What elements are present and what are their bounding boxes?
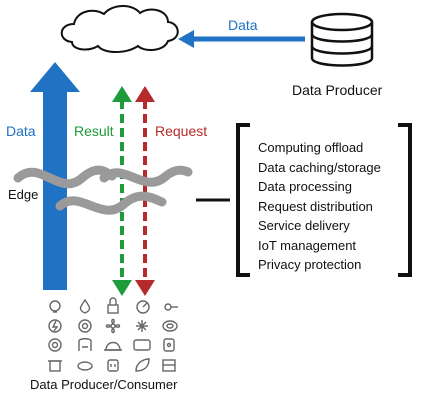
ellipse-icon (77, 361, 93, 371)
snowflake-icon (136, 320, 148, 332)
list-item: Data caching/storage (258, 159, 381, 175)
list-item: Service delivery (258, 218, 350, 233)
cloud-icon (60, 5, 179, 53)
list-item: IoT management (258, 237, 357, 253)
bulb-icon (49, 300, 61, 313)
data-arrow-to-cloud (178, 30, 305, 48)
sensor-icon (78, 319, 92, 333)
screen-icon (133, 339, 151, 351)
seat-icon (78, 338, 92, 351)
database-icon (310, 12, 374, 67)
plug-icon (107, 359, 119, 372)
right-bracket (398, 123, 412, 277)
switch-icon (163, 338, 175, 352)
result-label: Result (74, 123, 114, 139)
bolt-icon (48, 319, 62, 333)
left-bracket (236, 123, 250, 277)
data-upload-label: Data (6, 123, 36, 139)
edge-label: Edge (8, 187, 39, 202)
edge-layer-waves (13, 165, 193, 215)
data-to-cloud-label: Data (228, 17, 258, 33)
list-item: Privacy protection (258, 257, 362, 272)
ring-icon (162, 320, 178, 332)
dome-icon (104, 341, 122, 351)
request-arrow (135, 86, 155, 296)
edge-functions-list: Computing offload Data caching/storage D… (258, 138, 381, 275)
speaker-icon (48, 338, 62, 352)
key-icon (164, 303, 178, 311)
panel-icon (162, 359, 176, 372)
device-grid (48, 297, 178, 372)
fan-icon (105, 318, 121, 334)
gauge-icon (136, 300, 150, 314)
data-producer-label: Data Producer (292, 82, 383, 98)
list-item: Computing offload (258, 140, 364, 155)
result-arrow (112, 86, 132, 296)
list-item: Request distribution (258, 198, 373, 214)
bin-icon (48, 360, 62, 372)
drop-icon (79, 298, 91, 314)
data-producer-consumer-label: Data Producer/Consumer (30, 377, 178, 392)
leaf-icon (135, 358, 150, 372)
list-item: Data processing (258, 179, 352, 194)
request-label: Request (155, 123, 208, 139)
lock-icon (107, 297, 119, 314)
